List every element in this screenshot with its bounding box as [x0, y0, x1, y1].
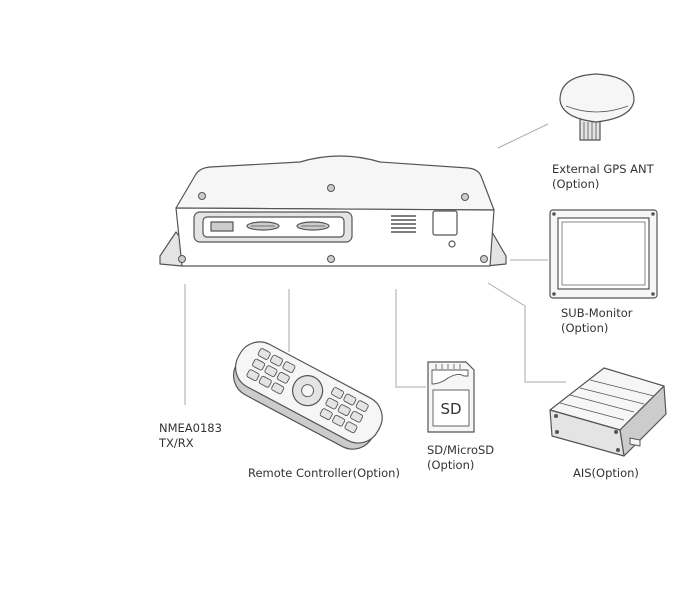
sd-card-label-area	[432, 389, 470, 427]
connector-gps	[497, 123, 549, 149]
connector-lines	[184, 123, 566, 405]
sub-monitor-image	[549, 209, 658, 299]
label-remote-controller: Remote Controller(Option)	[248, 466, 400, 480]
ais-foot	[629, 437, 641, 447]
label-ais: AIS(Option)	[573, 466, 639, 480]
remote-keys-left	[246, 348, 296, 395]
remote-keys-right	[319, 387, 369, 434]
label-sub-monitor: SUB-Monitor (Option)	[561, 306, 633, 335]
connector-sd	[395, 289, 426, 388]
ais-front	[549, 409, 625, 457]
gps-antenna-image	[559, 73, 635, 141]
label-nmea: NMEA0183 TX/RX	[159, 421, 222, 450]
sub-monitor-screen	[557, 217, 650, 290]
main-unit	[159, 155, 507, 267]
sd-card-image: SD	[427, 361, 475, 433]
main-unit-top	[175, 155, 495, 211]
sd-card-notch	[431, 369, 469, 385]
sd-card-text: SD	[440, 400, 461, 418]
connector-ais	[487, 282, 566, 383]
ais-box-image	[549, 367, 667, 457]
ais-screws	[554, 414, 620, 452]
usb-port	[210, 221, 234, 232]
vent-grill	[391, 215, 416, 233]
screws	[178, 184, 488, 263]
remote-controller-image	[233, 341, 383, 450]
label-sd: SD/MicroSD (Option)	[427, 443, 495, 472]
label-external-gps: External GPS ANT (Option)	[552, 162, 654, 191]
power-led	[448, 240, 456, 248]
gps-antenna-dome	[559, 73, 635, 123]
power-button	[432, 210, 458, 236]
